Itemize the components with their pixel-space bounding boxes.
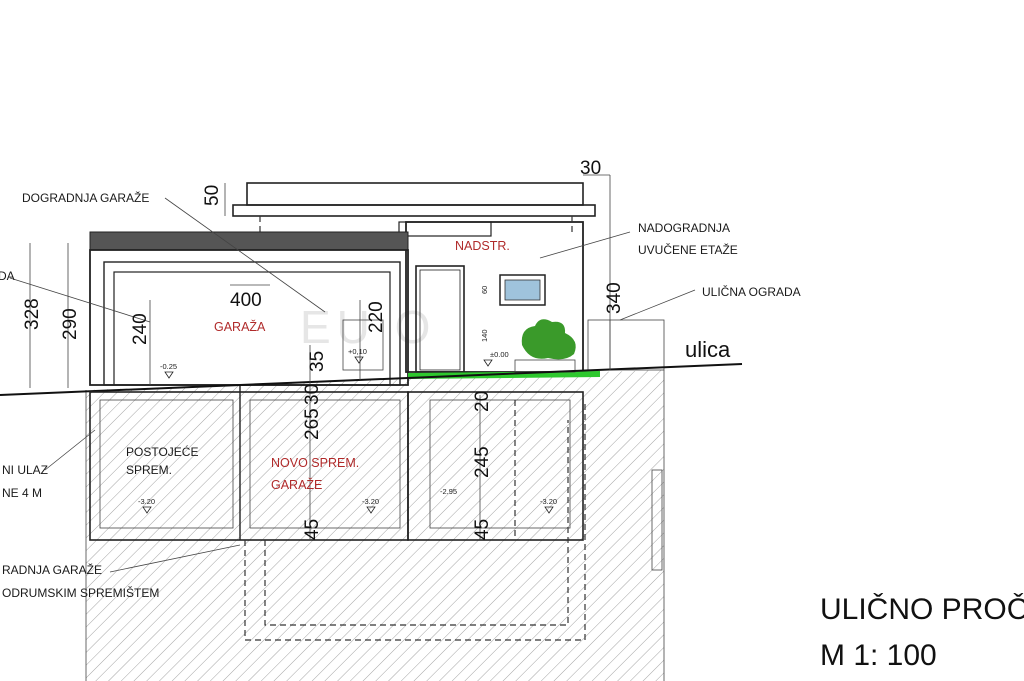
callout-dogradnja-garaze: DOGRADNJA GARAŽE bbox=[22, 190, 149, 205]
level-minus295: -2.95 bbox=[440, 487, 457, 496]
callout-nadogradnja-line1: NADOGRADNJA bbox=[638, 221, 730, 235]
callout-ni-ulaz: NI ULAZ bbox=[2, 463, 48, 477]
level-minus320-b: -3.20 bbox=[362, 497, 379, 506]
dim-30-mid: 30 bbox=[302, 384, 323, 405]
leader-lines bbox=[9, 197, 696, 573]
basement-rooms bbox=[89, 391, 663, 641]
room-label-postojece-line2: SPREM. bbox=[126, 463, 172, 477]
dim-328: 328 bbox=[22, 298, 43, 330]
dim-290: 290 bbox=[60, 308, 81, 340]
room-label-novo-line1: NOVO SPREM. bbox=[271, 456, 359, 470]
drawing-scale: M 1: 100 bbox=[820, 639, 937, 672]
level-plus010: +0,10 bbox=[348, 347, 367, 356]
level-minus320-c: -3.20 bbox=[540, 497, 557, 506]
dim-20: 20 bbox=[472, 391, 493, 412]
dim-240: 240 bbox=[130, 313, 151, 345]
garage-block bbox=[89, 231, 409, 540]
terrain-line bbox=[0, 363, 743, 396]
callout-ne-4m: NE 4 M bbox=[2, 486, 42, 500]
room-label-nadstr: NADSTR. bbox=[455, 239, 510, 253]
upper-floor-outline bbox=[232, 182, 596, 373]
callout-left-da: DA bbox=[0, 269, 15, 283]
level-minus025: -0.25 bbox=[160, 362, 177, 371]
dimension-lines bbox=[29, 174, 611, 540]
callout-nadogradnja-line2: UVUČENE ETAŽE bbox=[638, 242, 738, 257]
dim-245: 245 bbox=[472, 446, 493, 478]
dim-35: 35 bbox=[307, 351, 328, 372]
callout-ulicna-ograda: ULIČNA OGRADA bbox=[702, 284, 801, 299]
dim-50: 50 bbox=[202, 185, 223, 206]
level-minus320-a: -3.20 bbox=[138, 497, 155, 506]
callout-radnja-garaze: RADNJA GARAŽE bbox=[2, 562, 102, 577]
landscaping bbox=[408, 319, 600, 379]
dim-45-right: 45 bbox=[472, 519, 493, 540]
dim-220: 220 bbox=[366, 301, 387, 333]
street-label: ulica bbox=[685, 337, 731, 362]
dim-340: 340 bbox=[604, 282, 625, 314]
dim-30-top: 30 bbox=[580, 158, 601, 179]
dim-60: 60 bbox=[480, 286, 489, 294]
callout-odrumskim: ODRUMSKIM SPREMIŠTEM bbox=[2, 585, 159, 600]
room-label-novo-line2: GARAŽE bbox=[271, 477, 322, 492]
drawing-title: ULIČNO PROČ bbox=[820, 592, 1024, 626]
level-pm000: ±0.00 bbox=[490, 350, 509, 359]
ground-hatch bbox=[85, 370, 665, 681]
upper-floor-door bbox=[415, 265, 465, 373]
room-label-garaza: GARAŽA bbox=[214, 319, 266, 334]
street-fence bbox=[587, 319, 665, 371]
dim-45-left: 45 bbox=[302, 519, 323, 540]
upper-floor-window bbox=[499, 274, 546, 306]
room-label-postojece-line1: POSTOJEĆE bbox=[126, 444, 198, 459]
dim-400: 400 bbox=[230, 290, 262, 311]
dim-140: 140 bbox=[480, 329, 489, 342]
dim-265: 265 bbox=[302, 408, 323, 440]
level-markers bbox=[142, 356, 554, 514]
